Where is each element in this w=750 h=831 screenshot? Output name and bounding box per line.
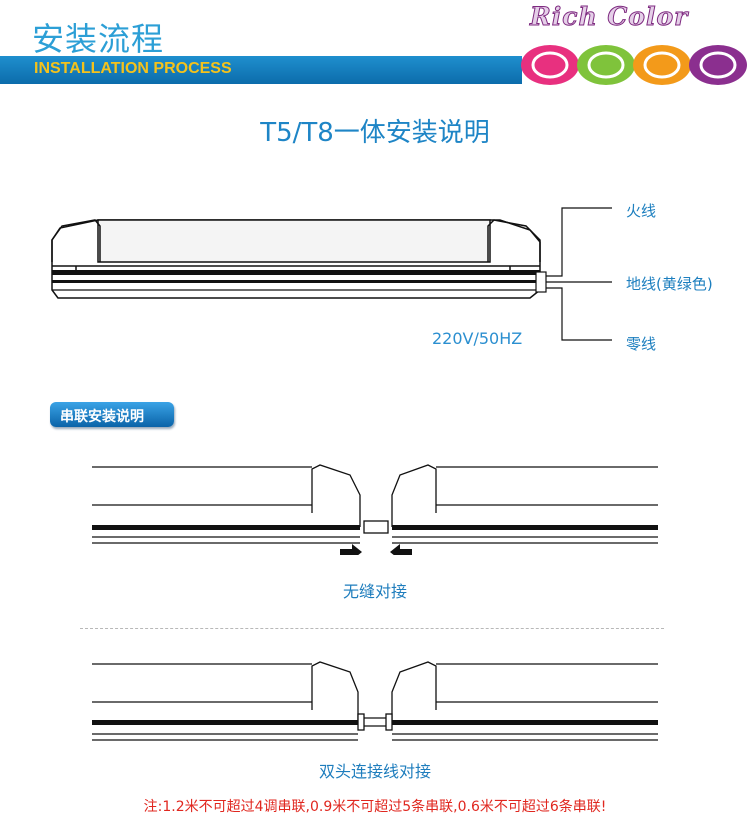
- series-install-badge-label: 串联安装说明: [60, 409, 144, 425]
- seamless-connection-diagram: [92, 464, 658, 555]
- main-title: T5/T8一体安装说明: [260, 118, 490, 148]
- divider: [80, 628, 664, 629]
- wire-label-live: 火线: [626, 202, 657, 220]
- wire-label-ground: 地线(黄绿色): [626, 275, 713, 293]
- section-title-cn: 安装流程: [32, 20, 165, 58]
- brand-dot-orange: [633, 45, 691, 85]
- brand-dot-purple: [689, 45, 747, 85]
- caption-cable: 双头连接线对接: [318, 762, 431, 781]
- wire-label-neutral: 零线: [626, 335, 657, 353]
- series-limit-note: 注:1.2米不可超过4调串联,0.9米不可超过5条串联,0.6米不可超过6条串联…: [143, 799, 607, 815]
- series-install-badge: 串联安装说明: [50, 402, 174, 427]
- arrow-left-icon: [390, 544, 412, 555]
- brand-logo-text: Rich Color: [529, 2, 689, 32]
- cable-connection-diagram: [92, 661, 658, 741]
- voltage-label: 220V/50HZ: [432, 329, 523, 348]
- arrow-right-icon: [340, 544, 362, 555]
- brand-dot-green: [577, 45, 635, 85]
- section-title-band: INSTALLATION PROCESS: [0, 56, 522, 84]
- caption-seamless: 无缝对接: [342, 582, 407, 601]
- section-title-en: INSTALLATION PROCESS: [34, 60, 232, 77]
- t5-t8-wiring-diagram: [51, 207, 612, 341]
- brand-dot-pink: [521, 45, 579, 85]
- brand-logo-dots: [521, 45, 747, 85]
